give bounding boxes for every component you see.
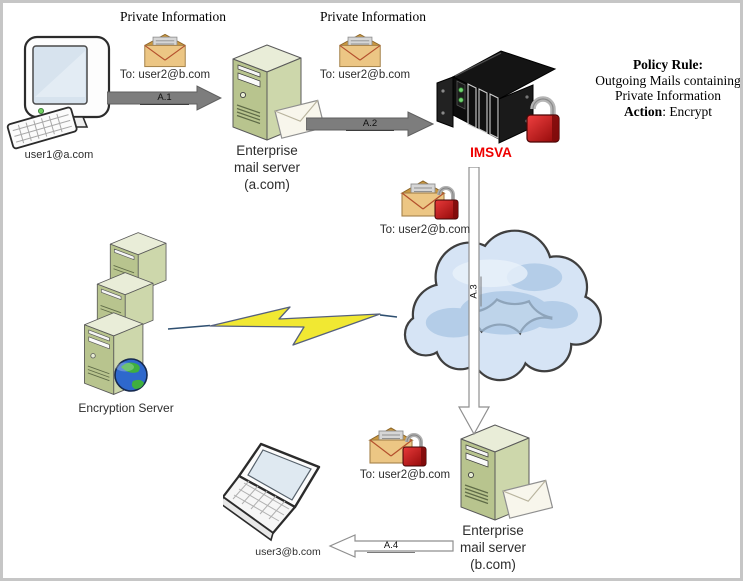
left-arrow-icon bbox=[328, 534, 454, 558]
msg2-recipient-label: To: user2@b.com bbox=[319, 69, 411, 81]
policy-line2: Outgoing Mails containing bbox=[595, 72, 741, 88]
private-information-label-left: Private Information bbox=[119, 9, 227, 24]
flow-step-a2-label: A.2 bbox=[345, 118, 395, 131]
imsva-label: IMSVA bbox=[470, 145, 512, 160]
lightning-link-icon bbox=[167, 306, 398, 346]
incoming-envelope-icon bbox=[502, 479, 553, 519]
encryption-server-icon bbox=[84, 232, 167, 395]
mail-server-a-icon bbox=[232, 44, 325, 141]
user1-label: user1@a.com bbox=[24, 149, 94, 161]
encrypted-envelope-icon bbox=[368, 427, 427, 467]
flow-step-a1-label: A.1 bbox=[140, 92, 189, 105]
laptop-icon bbox=[223, 442, 321, 542]
padlock-icon bbox=[434, 186, 459, 220]
right-arrow-icon bbox=[107, 85, 222, 111]
padlock-icon bbox=[526, 96, 560, 143]
policy-action-label: Action bbox=[623, 103, 663, 119]
flow-arrow-a1: A.1 bbox=[107, 85, 222, 111]
flow-arrow-a4: A.4 bbox=[328, 533, 454, 559]
encrypted-envelope-icon bbox=[400, 180, 459, 220]
user3-label: user3@b.com bbox=[255, 546, 321, 558]
msg3-recipient-label: To: user2@b.com bbox=[379, 224, 471, 236]
flow-arrow-a2: A.2 bbox=[306, 111, 434, 137]
flow-step-a3-label: A.3 bbox=[468, 272, 482, 312]
email-envelope-icon bbox=[339, 33, 381, 68]
policy-action-value: : Encrypt bbox=[662, 103, 713, 119]
right-arrow-icon bbox=[306, 111, 434, 137]
msg1-recipient-label: To: user2@b.com bbox=[119, 69, 211, 81]
msg4-recipient-label: To: user2@b.com bbox=[359, 469, 451, 481]
encryption-server-label: Encryption Server bbox=[78, 401, 174, 415]
flow-arrow-a3 bbox=[457, 167, 491, 435]
flow-step-a4-label: A.4 bbox=[366, 540, 416, 553]
mail-server-b-label: Enterprise mail server (b.com) bbox=[459, 523, 526, 572]
private-information-label-right: Private Information bbox=[319, 9, 427, 24]
mail-server-a-label: Enterprise mail server (a.com) bbox=[233, 143, 300, 192]
policy-line3: Private Information bbox=[614, 88, 722, 103]
mail-server-b-icon bbox=[460, 424, 553, 521]
keyboard-icon bbox=[6, 106, 78, 150]
policy-title: Policy Rule: bbox=[632, 57, 704, 72]
desktop-computer-icon bbox=[6, 35, 111, 150]
policy-rule-text: Policy Rule: Outgoing Mails containing P… bbox=[593, 57, 741, 119]
globe-icon bbox=[114, 358, 148, 392]
imsva-appliance-icon bbox=[436, 50, 560, 144]
padlock-icon bbox=[402, 433, 427, 467]
email-envelope-icon bbox=[144, 33, 186, 68]
internet-cloud-icon bbox=[403, 229, 602, 382]
